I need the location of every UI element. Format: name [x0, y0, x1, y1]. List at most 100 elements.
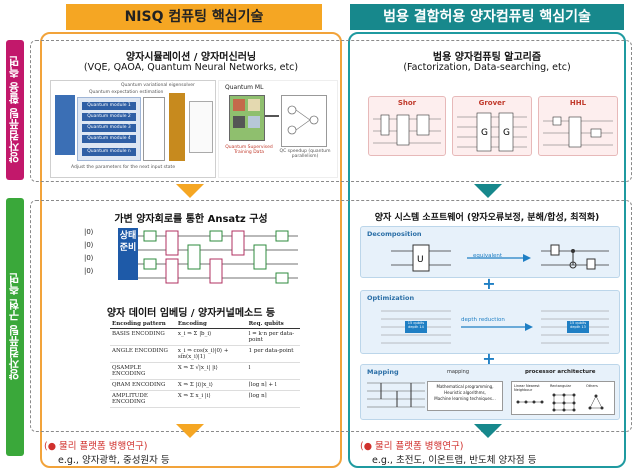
application-side-label: 양자컴퓨팅 활용 측면: [6, 40, 24, 180]
opt-left-label: 15 qubits depth 14: [407, 321, 425, 329]
decomposition-circuit-icon: U: [391, 244, 609, 272]
table-header: Req. qubits: [246, 320, 300, 329]
table-cell: 1 per data-point: [246, 345, 300, 363]
shor-circuit-icon: [373, 114, 441, 146]
training-images: [229, 95, 265, 141]
vqe-diagram: Quantum variational eigensolver Quantum …: [50, 80, 216, 178]
grover-circuit-icon: G G: [457, 112, 527, 152]
ansatz-title: 가변 양자회로를 통한 Ansatz 구성: [114, 214, 268, 225]
table-cell: X ⇒ Σ x_i |i⟩: [175, 390, 247, 408]
plus-icon: +: [482, 349, 496, 368]
nisq-header: NISQ 컴퓨팅 핵심기술: [66, 4, 322, 30]
table-header: Encoding: [175, 320, 247, 329]
algorithms-subtitle: (Factorization, Data-searching, etc): [403, 62, 571, 73]
arch-lnn: Linear Nearest Neighbour: [514, 384, 540, 392]
qnn-graph: [281, 95, 327, 147]
embedding-title: 양자 데이터 임베딩 / 양자커널메소드 등: [106, 308, 276, 319]
qml-title: Quantum ML: [225, 84, 264, 91]
implementation-row: [30, 200, 632, 432]
mapping-method: Mathematical programming,: [436, 384, 494, 389]
nisq-platform-examples: e.g., 양자광학, 중성원자 등: [58, 455, 170, 466]
architecture-graph-icon: [516, 393, 604, 412]
quantum-module: Quantum module 1: [82, 102, 136, 110]
nisq-platform-note: (● 물리 플랫폼 병행연구): [44, 441, 148, 452]
table-cell: ANGLE ENCODING: [110, 345, 176, 363]
optimization-circuit-icon: [381, 310, 609, 344]
ftqc-down-arrow: [474, 184, 502, 198]
input-state-block: [55, 95, 75, 155]
table-cell: x_i ⇒ Σ |b_i⟩: [175, 328, 247, 346]
qml-arrow: [265, 115, 279, 117]
ket-label: |0⟩: [84, 267, 94, 275]
quantum-module: Quantum module 4: [82, 135, 136, 143]
ket-label: |0⟩: [84, 241, 94, 249]
implementation-side-label: 양자컴퓨팅 구현 측면: [6, 198, 24, 456]
mapping-arrow-label: mapping: [447, 369, 470, 375]
processor-architecture-label: processor architecture: [525, 369, 596, 375]
ket-column: |0⟩ |0⟩ |0⟩ |0⟩: [84, 226, 98, 278]
arch-rect: Rectangular: [550, 384, 572, 388]
ftqc-platform-examples: e.g., 초전도, 이온트랩, 반도체 양자점 등: [372, 455, 537, 466]
opt-right-label: 15 qubits depth 13: [569, 321, 587, 329]
grover-card: Grover G G: [452, 96, 532, 156]
hhl-card: HHL: [538, 96, 618, 156]
output-block: [189, 101, 213, 153]
nisq-down-arrow: [176, 184, 204, 198]
qml-left-caption: Quantum Supervised Training Data: [225, 145, 273, 155]
vqe-footer: Adjust the parameters for the next input…: [71, 165, 176, 170]
software-panel: Decomposition U equivalent + Optimizatio…: [352, 224, 624, 420]
quantum-module: Quantum module 3: [82, 124, 136, 132]
table-cell: X ⇒ Σ |i⟩|x_i⟩: [175, 379, 247, 391]
table-cell: QRAM ENCODING: [110, 379, 176, 391]
mapping-label: Mapping: [367, 368, 399, 376]
state-preparation-block: 상태준비: [118, 228, 138, 280]
architecture-box: Linear Nearest Neighbour Rectangular Oth…: [511, 381, 615, 415]
ket-label: |0⟩: [84, 254, 94, 262]
plus-icon: +: [482, 274, 496, 293]
mapping-circuit-icon: [367, 382, 425, 408]
table-cell: l = k·n per data-point: [246, 328, 300, 346]
table-cell: AMPLITUDE ENCODING: [110, 390, 176, 408]
nisq-bottom-arrow: [176, 424, 204, 438]
decomposition-section: Decomposition U equivalent: [360, 226, 620, 278]
table-cell: x_i ⇒ cos(x_i)|0⟩ + sin(x_i)|1⟩: [175, 345, 247, 363]
optimization-section: Optimization 15 qubits depth 14 depth re…: [360, 290, 620, 354]
depth-reduction-label: depth reduction: [461, 317, 505, 323]
mapping-section: Mapping mapping Mathematical programming…: [360, 364, 620, 420]
shor-card: Shor: [368, 96, 446, 156]
shor-label: Shor: [397, 99, 417, 107]
svg-text:G: G: [503, 128, 510, 138]
ftqc-column: [348, 32, 626, 468]
ket-label: |0⟩: [84, 228, 94, 236]
ftqc-bottom-arrow: [474, 424, 502, 438]
mapping-method: Machine learning techniques...: [434, 396, 496, 401]
table-header: Encoding pattern: [110, 320, 176, 329]
application-row: [30, 40, 632, 182]
ftqc-header: 범용 결함허용 양자컴퓨팅 핵심기술: [350, 4, 624, 30]
qml-right-caption: QC speedup (quantum parallelism): [279, 149, 331, 159]
quantum-module: Quantum module n: [82, 148, 136, 156]
nisq-column: [40, 32, 342, 468]
ftqc-platform-note: (● 물리 플랫폼 병행연구): [360, 441, 464, 452]
vqe-caption-top: Quantum variational eigensolver: [121, 83, 195, 88]
module-stack: Quantum module 1 Quantum module 2 Quantu…: [77, 97, 141, 161]
optimization-label: Optimization: [367, 294, 415, 302]
decomposition-label: Decomposition: [367, 230, 422, 238]
equivalent-label: equivalent: [473, 253, 503, 259]
vqe-caption-inner: Quantum expectation estimation: [89, 90, 164, 95]
sim-ml-subtitle: (VQE, QAOA, Quantum Neural Networks, etc…: [83, 62, 299, 73]
table-cell: l: [246, 362, 300, 380]
ansatz-circuit-icon: [138, 230, 298, 284]
grover-label: Grover: [478, 99, 506, 107]
table-cell: QSAMPLE ENCODING: [110, 362, 176, 380]
qnn-network-icon: [287, 105, 319, 135]
algorithms-title: 범용 양자컴퓨팅 알고리즘: [432, 52, 542, 63]
classical-optimizer-block: [169, 93, 185, 161]
table-cell: BASIS ENCODING: [110, 328, 176, 346]
mapping-method: Heuristic algorithms,: [444, 390, 486, 395]
